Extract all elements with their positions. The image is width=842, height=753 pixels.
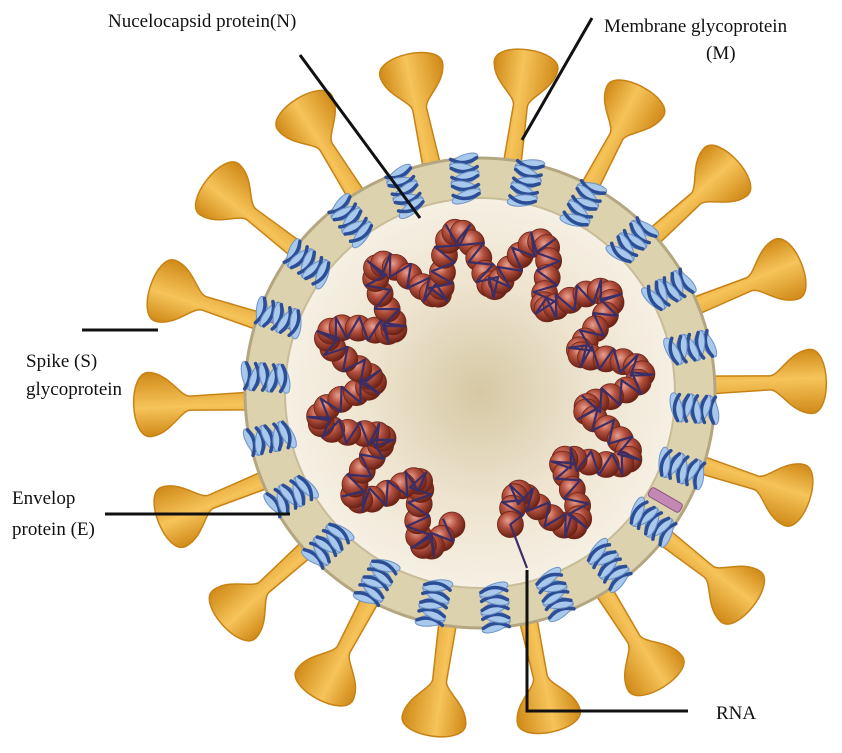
label-spike-glycoprotein-line2: glycoprotein	[26, 378, 122, 402]
label-rna: RNA	[716, 702, 756, 726]
label-spike-glycoprotein: Spike (S)	[26, 350, 97, 374]
spike-glycoprotein-icon	[400, 612, 480, 740]
label-membrane-abbrev: (M)	[706, 42, 736, 66]
label-membrane-glycoprotein: Membrane glycoprotein	[604, 15, 787, 39]
label-envelope-protein-line2: protein (E)	[12, 518, 95, 542]
spike-glycoprotein-icon	[705, 349, 828, 417]
label-envelope-protein: Envelop	[12, 487, 75, 511]
spike-glycoprotein-icon	[133, 369, 256, 437]
spike-glycoprotein-icon	[480, 45, 560, 173]
label-nucleocapsid-protein: Nucelocapsid protein(N)	[108, 10, 296, 34]
